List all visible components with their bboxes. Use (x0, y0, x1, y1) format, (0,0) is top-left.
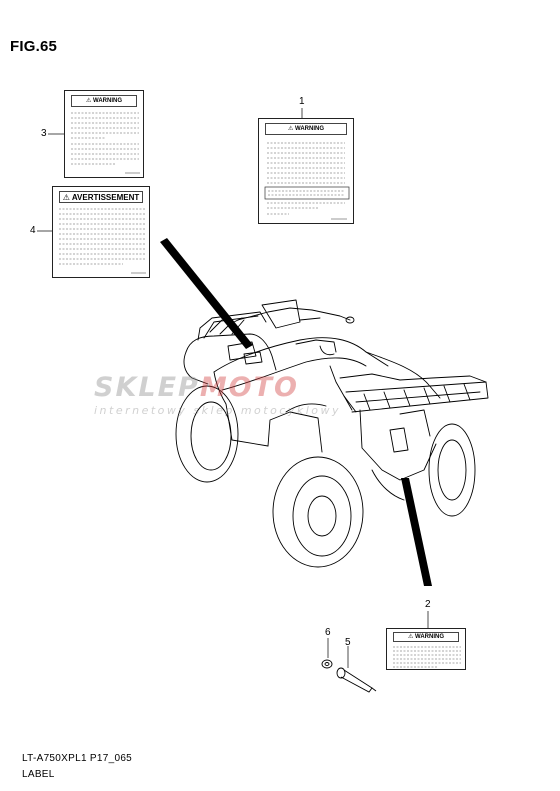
warning-label-1: ⚠ WARNING (258, 118, 354, 224)
watermark-brand-part1: SKLEP (94, 372, 200, 403)
avertissement-label-4: ⚠ AVERTISSEMENT (52, 186, 150, 278)
atv-drawing (175, 299, 489, 568)
callout-5: 5 (345, 637, 351, 648)
warning-label-3: ⚠ WARNING (64, 90, 144, 178)
warning-label-2: ⚠ WARNING (386, 628, 466, 670)
watermark-brand-part2: MOTO (200, 372, 299, 403)
callout-2: 2 (425, 599, 431, 610)
callout-3: 3 (41, 128, 47, 139)
leader-lines (37, 108, 429, 668)
callout-1: 1 (299, 96, 305, 107)
label-2-text-lines (393, 646, 461, 668)
callout-4: 4 (30, 225, 36, 236)
label-3-text-lines (71, 112, 140, 174)
label-1-text-lines (264, 142, 350, 220)
figure-title: FIG.65 (10, 38, 58, 55)
label-1-header: ⚠ WARNING (265, 123, 347, 135)
pointer-arrow-upper (160, 238, 253, 349)
callout-6: 6 (325, 627, 331, 638)
label-4-text-lines (59, 208, 146, 274)
figure-caption: LABEL (22, 769, 55, 780)
part-6-washer (321, 659, 333, 669)
label-3-header: ⚠ WARNING (71, 95, 137, 107)
watermark: SKLEPMOTO internetowy sklep motocyklowy (94, 372, 341, 417)
part-5-rivet (336, 667, 377, 693)
watermark-brand: SKLEPMOTO (94, 372, 299, 403)
label-4-header: ⚠ AVERTISSEMENT (59, 191, 143, 203)
pointer-arrow-lower (401, 478, 432, 586)
model-code: LT-A750XPL1 P17_065 (22, 753, 133, 764)
watermark-tagline: internetowy sklep motocyklowy (94, 404, 341, 417)
label-2-header: ⚠ WARNING (393, 632, 459, 642)
